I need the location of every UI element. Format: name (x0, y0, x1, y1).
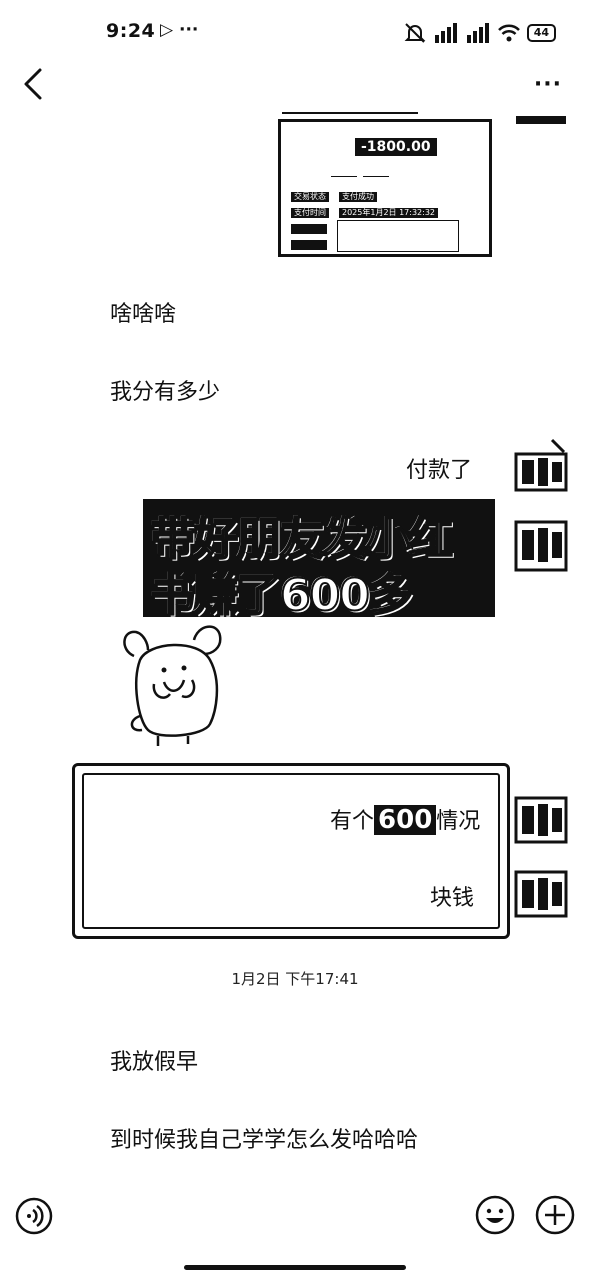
voice-input-button[interactable] (14, 1196, 54, 1236)
text-sticker-image[interactable]: 带好朋友发小红 书赚了600多 (143, 499, 495, 622)
more-options-button[interactable]: ··· (533, 72, 562, 97)
status-time: 9:24 (106, 20, 156, 42)
received-message: 我分有多少 (110, 380, 221, 405)
received-message: 到时候我自己学学怎么发哈哈哈 (110, 1128, 419, 1153)
screenshot-redaction (337, 220, 459, 252)
avatar-icon[interactable] (512, 516, 570, 574)
signal-icon-1 (434, 23, 457, 43)
payment-screenshot-image[interactable]: -1800.00 交易状态 支付成功 支付时间 2025年1月2日 17:32:… (278, 119, 492, 257)
battery-indicator: 44 (526, 24, 556, 42)
emoji-button[interactable] (474, 1194, 516, 1236)
mute-bell-icon (404, 23, 426, 43)
screenshot-row-block (291, 240, 327, 250)
avatar-icon[interactable] (512, 436, 570, 494)
screenshot-dash (331, 176, 357, 177)
signal-icon-2 (466, 23, 489, 43)
status-indicators: 44 (403, 22, 556, 44)
avatar-icon[interactable] (512, 112, 570, 128)
message-text: 有个 (330, 809, 375, 834)
screenshot-row-label: 交易状态 (291, 192, 329, 202)
sticker-text-line: 带好朋友发小红 (150, 513, 454, 566)
screenshot-dash (363, 176, 389, 177)
avatar-icon[interactable] (512, 790, 570, 848)
message-text: 情况 (436, 809, 481, 834)
divider-line (282, 112, 418, 114)
avatar-icon[interactable] (512, 864, 570, 922)
wifi-icon (497, 24, 520, 42)
plus-button[interactable] (534, 1194, 576, 1236)
received-message: 啥啥啥 (110, 302, 177, 327)
sent-message: 付款了 (406, 458, 473, 483)
sent-message: 块钱 (430, 886, 475, 911)
cartoon-bear-sticker[interactable] (118, 620, 230, 750)
highlight-frame-inner (82, 773, 500, 929)
chat-timestamp: 1月2日 下午17:41 (231, 970, 359, 988)
status-notification-icons: ▷ ··· (160, 20, 199, 40)
back-icon[interactable] (18, 66, 48, 102)
screenshot-row-value: 支付成功 (339, 192, 377, 202)
screenshot-amount: -1800.00 (355, 138, 437, 156)
highlight-frame (72, 763, 510, 939)
sticker-text-line: 书赚了600多 (150, 569, 414, 622)
screenshot-row-value: 2025年1月2日 17:32:32 (339, 208, 439, 218)
home-indicator[interactable] (184, 1265, 406, 1270)
screenshot-row-label: 支付时间 (291, 208, 329, 218)
highlighted-number: 600 (374, 805, 437, 835)
screenshot-row-block (291, 224, 327, 234)
received-message: 我放假早 (110, 1050, 199, 1075)
